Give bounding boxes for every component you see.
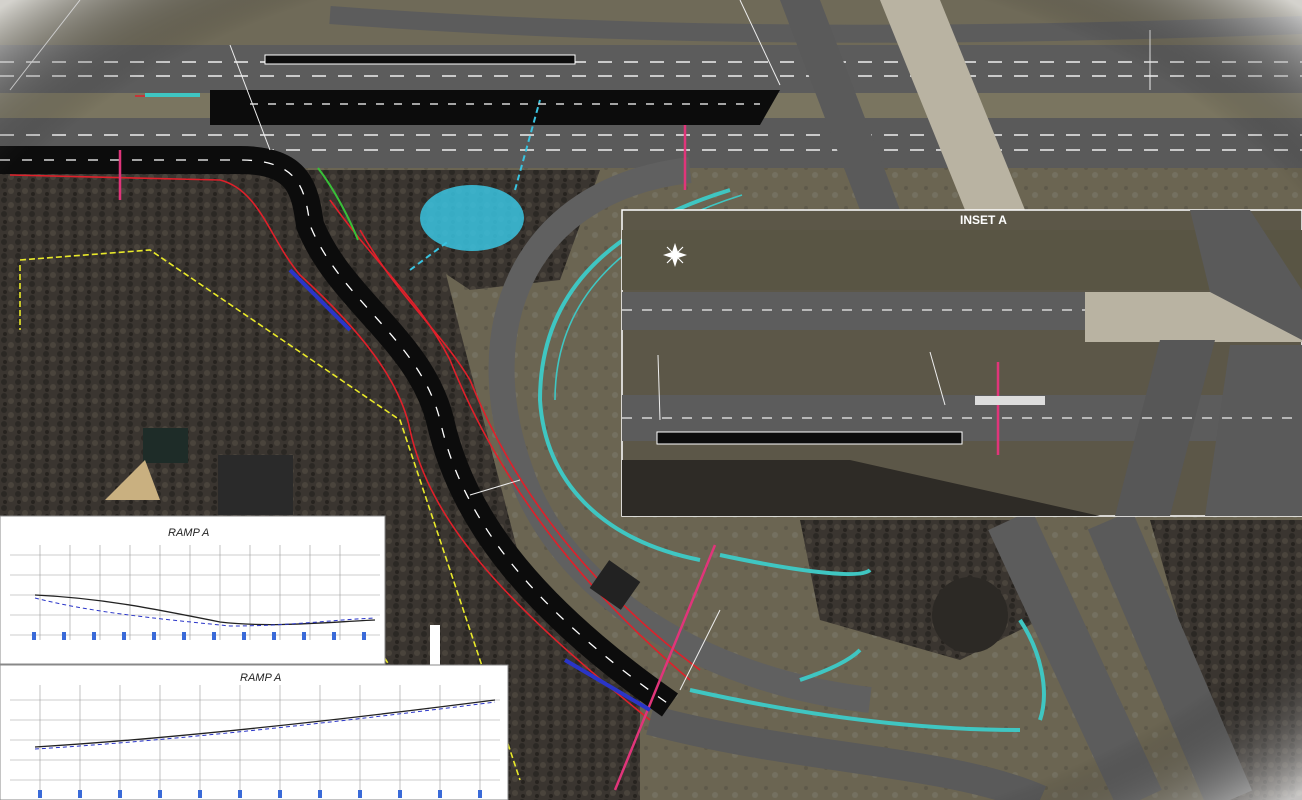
inset-title: INSET A (960, 213, 1007, 227)
profile-sheet-1 (0, 515, 440, 665)
profile-title-2: RAMP A (240, 672, 282, 684)
profile-sheet-2 (0, 664, 509, 800)
profile-title-1: RAMP A (168, 527, 210, 539)
